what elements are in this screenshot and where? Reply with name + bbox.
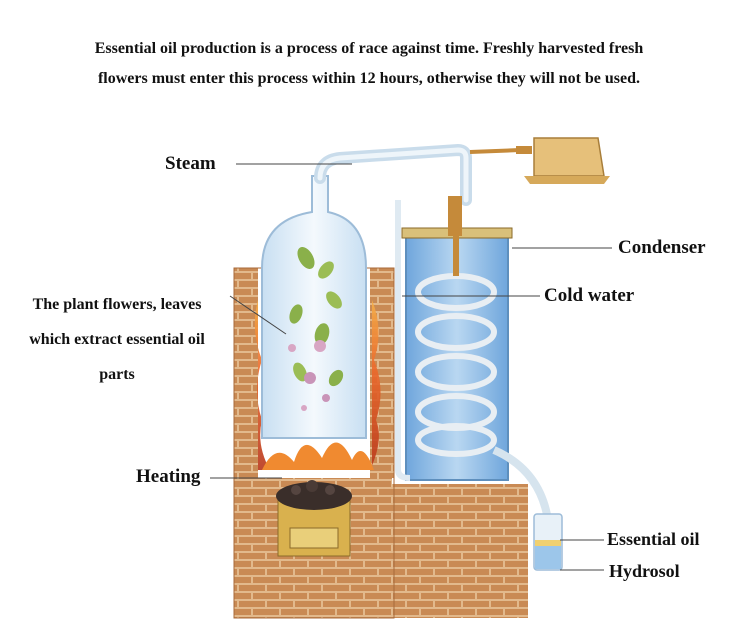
cold-water-pipe <box>395 200 411 481</box>
caption: Essential oil production is a process of… <box>20 34 718 94</box>
collector-vessel <box>533 513 563 571</box>
caption-line-2: flowers must enter this process within 1… <box>97 70 641 87</box>
label-essential-oil: Essential oil <box>607 529 700 549</box>
caption-line-1: Essential oil production is a process of… <box>94 40 644 57</box>
label-plant-line-1: The plant flowers, leaves <box>32 296 202 313</box>
label-cold-water: Cold water <box>544 285 635 306</box>
brick-furnace <box>233 267 528 619</box>
firebox <box>276 480 352 557</box>
label-plant-line-2: which extract essential oil <box>29 331 205 348</box>
label-plant-line-3: parts <box>99 366 135 383</box>
plant-material <box>288 247 344 411</box>
label-steam: Steam <box>165 153 216 174</box>
outlet-pipe <box>492 446 552 521</box>
water-tap <box>469 137 610 184</box>
label-condenser: Condenser <box>618 237 706 258</box>
label-heating: Heating <box>136 466 201 487</box>
flames <box>254 300 381 470</box>
label-plant-material: The plant flowers, leaves which extract … <box>6 287 228 392</box>
leader-lines <box>210 163 612 571</box>
still-vessel <box>261 175 367 439</box>
label-hydrosol: Hydrosol <box>609 561 680 581</box>
